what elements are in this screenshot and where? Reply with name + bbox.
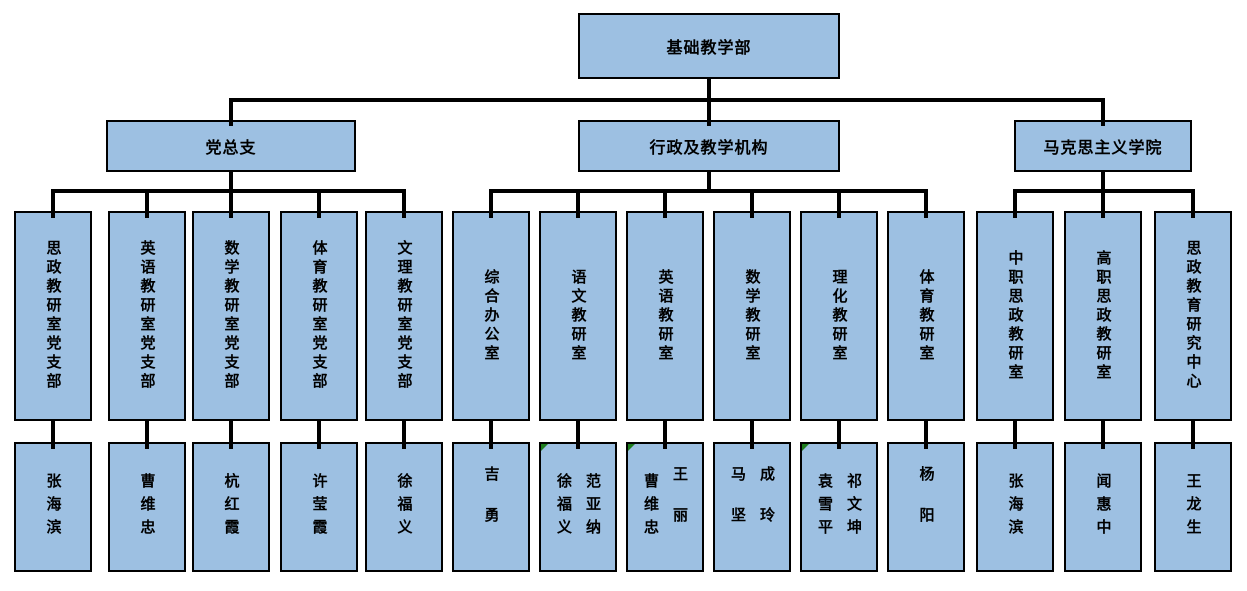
dept-label: 体育教研室 bbox=[917, 268, 936, 364]
dept-box: 思政教育研究中心 bbox=[1154, 211, 1232, 421]
person-name: 徐福义 bbox=[555, 472, 573, 542]
comment-marker-icon bbox=[628, 444, 635, 451]
person-name: 曹维忠 bbox=[642, 472, 660, 542]
org-box-root: 基础教学部 bbox=[578, 13, 840, 79]
person-name: 徐福义 bbox=[395, 472, 414, 542]
name-box: 曹维忠 bbox=[108, 442, 186, 572]
name-box: 徐福义范亚纳 bbox=[539, 442, 617, 572]
dept-box: 高职思政教研室 bbox=[1064, 211, 1142, 421]
dept-label: 文理教研室党支部 bbox=[395, 240, 414, 392]
dept-label: 高职思政教研室 bbox=[1094, 249, 1113, 383]
dept-label: 思政教研室党支部 bbox=[44, 240, 63, 392]
name-box: 杭红霞 bbox=[192, 442, 270, 572]
dept-label: 综合办公室 bbox=[482, 268, 501, 364]
name-box: 徐福义 bbox=[365, 442, 443, 572]
person-name: 马坚 bbox=[729, 466, 747, 548]
dept-box: 中职思政教研室 bbox=[976, 211, 1054, 421]
person-name: 许莹霞 bbox=[310, 472, 329, 542]
dept-label: 英语教研室 bbox=[656, 268, 675, 364]
dept-box: 语文教研室 bbox=[539, 211, 617, 421]
name-box: 张海滨 bbox=[976, 442, 1054, 572]
dept-label: 语文教研室 bbox=[569, 268, 588, 364]
dept-label: 中职思政教研室 bbox=[1006, 249, 1025, 383]
dept-box: 体育教研室 bbox=[887, 211, 965, 421]
name-box: 闻惠中 bbox=[1064, 442, 1142, 572]
dept-box: 数学教研室 bbox=[713, 211, 791, 421]
name-box: 张海滨 bbox=[14, 442, 92, 572]
name-box: 王龙生 bbox=[1154, 442, 1232, 572]
person-name: 成玲 bbox=[758, 466, 776, 548]
name-box: 曹维忠王丽 bbox=[626, 442, 704, 572]
person-name: 杨阳 bbox=[917, 466, 936, 548]
person-name: 杭红霞 bbox=[222, 472, 241, 542]
branch-box-admin: 行政及教学机构 bbox=[578, 120, 840, 172]
dept-label: 体育教研室党支部 bbox=[310, 240, 329, 392]
person-name: 祁文坤 bbox=[845, 472, 863, 542]
dept-box: 综合办公室 bbox=[452, 211, 530, 421]
dept-box: 文理教研室党支部 bbox=[365, 211, 443, 421]
dept-label: 理化教研室 bbox=[830, 268, 849, 364]
person-name: 袁雪平 bbox=[816, 472, 834, 542]
dept-box: 英语教研室党支部 bbox=[108, 211, 186, 421]
name-box: 许莹霞 bbox=[280, 442, 358, 572]
person-name: 王丽 bbox=[671, 466, 689, 548]
person-name: 王龙生 bbox=[1184, 472, 1203, 542]
person-name: 范亚纳 bbox=[584, 472, 602, 542]
person-name: 闻惠中 bbox=[1094, 472, 1113, 542]
dept-label: 数学教研室 bbox=[743, 268, 762, 364]
root-label: 基础教学部 bbox=[666, 38, 752, 57]
person-name: 张海滨 bbox=[44, 472, 63, 542]
dept-box: 思政教研室党支部 bbox=[14, 211, 92, 421]
comment-marker-icon bbox=[802, 444, 809, 451]
dept-box: 英语教研室 bbox=[626, 211, 704, 421]
dept-label: 数学教研室党支部 bbox=[222, 240, 241, 392]
branch-box-party: 党总支 bbox=[106, 120, 356, 172]
dept-label: 思政教育研究中心 bbox=[1184, 240, 1203, 392]
branch-box-marx: 马克思主义学院 bbox=[1014, 120, 1192, 172]
name-box: 袁雪平祁文坤 bbox=[800, 442, 878, 572]
branch-label: 行政及教学机构 bbox=[649, 138, 769, 157]
name-box: 吉勇 bbox=[452, 442, 530, 572]
dept-label: 英语教研室党支部 bbox=[138, 240, 157, 392]
dept-box: 理化教研室 bbox=[800, 211, 878, 421]
person-name: 张海滨 bbox=[1006, 472, 1025, 542]
branch-label: 马克思主义学院 bbox=[1043, 138, 1163, 157]
name-box: 杨阳 bbox=[887, 442, 965, 572]
dept-box: 数学教研室党支部 bbox=[192, 211, 270, 421]
dept-box: 体育教研室党支部 bbox=[280, 211, 358, 421]
person-name: 曹维忠 bbox=[138, 472, 157, 542]
name-box: 马坚成玲 bbox=[713, 442, 791, 572]
person-name: 吉勇 bbox=[482, 466, 501, 548]
comment-marker-icon bbox=[541, 444, 548, 451]
branch-label: 党总支 bbox=[205, 138, 257, 157]
